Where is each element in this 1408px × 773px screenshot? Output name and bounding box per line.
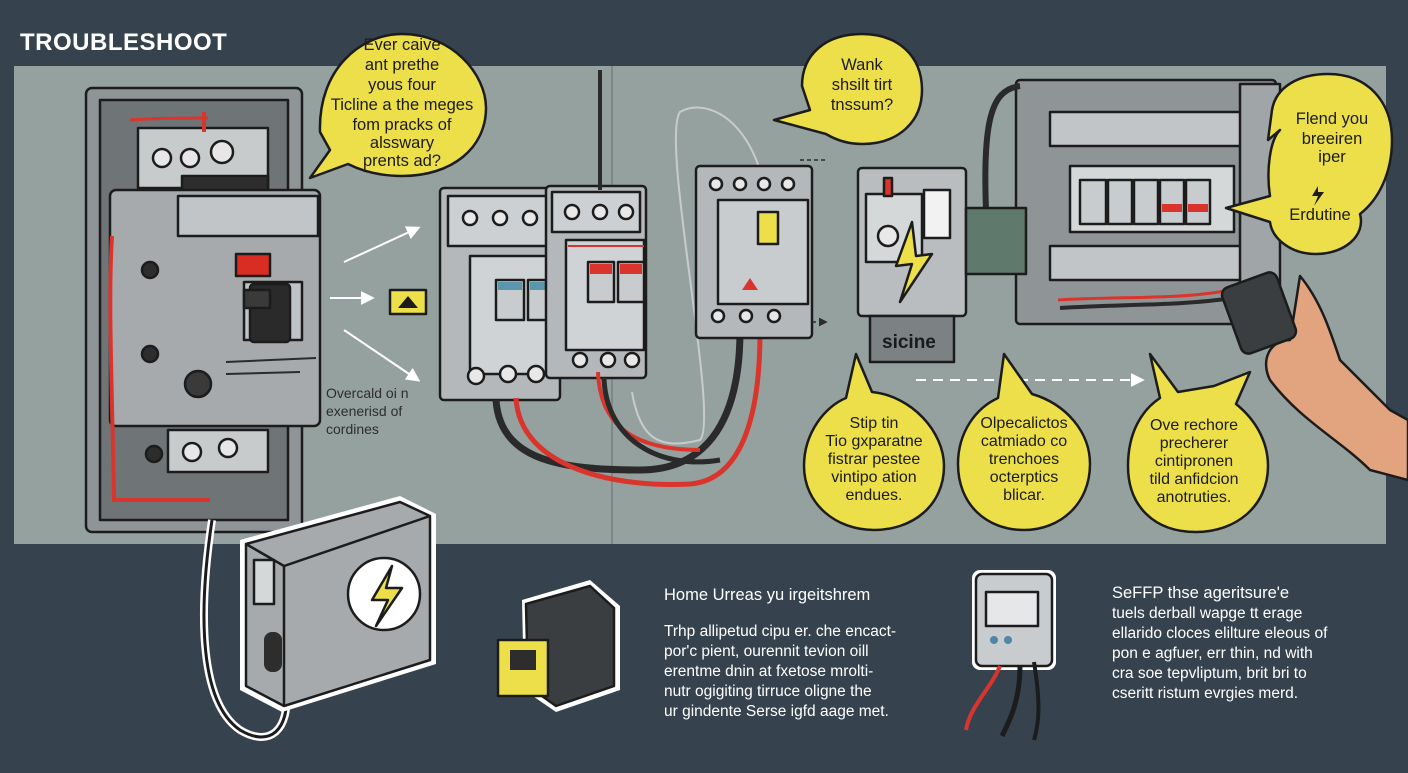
bubble-top-left-line-4: Ticline a the meges	[331, 96, 473, 114]
plug-icon	[496, 580, 620, 712]
bubble-top-left-line-1: Ever caive	[363, 36, 440, 54]
double-breakers	[438, 184, 648, 402]
meter-icon	[964, 570, 1056, 741]
home-section-line-2: por'c pient, ourennit tevion oill	[664, 643, 869, 660]
bubble-top-right-line-3: iper	[1318, 148, 1346, 166]
lightning-icon	[894, 220, 934, 304]
bubble-bottom-2-line-5: blicar.	[1003, 487, 1045, 504]
hand-icon	[1220, 271, 1408, 482]
junction-box	[240, 496, 436, 712]
bubble-bottom-1-line-1: Stip tin	[850, 415, 899, 432]
seffp-section-line-5: cseritt ristum evrgies merd.	[1112, 685, 1298, 702]
home-section-title: Home Urreas yu irgeitshrem	[664, 586, 870, 604]
arrow-icon	[343, 226, 421, 263]
seffp-section-line-1: tuels derball wapge tt erage	[1112, 605, 1302, 622]
bubble-bottom-3-line-3: cintipronen	[1155, 453, 1233, 470]
bubble-top-right-line-1: Flend you	[1296, 110, 1368, 128]
meter-icon	[1220, 271, 1298, 355]
overload-note-line-2: exenerisd of	[326, 403, 402, 419]
overload-note-line-1: Overcald oi n	[326, 385, 408, 401]
page-title: TROUBLESHOOT	[20, 29, 227, 56]
bubble-bottom-2-line-4: octerptics	[990, 469, 1058, 486]
bubble-bottom-3: Ove rechore precherer cintipronen tild a…	[1126, 352, 1270, 534]
seffp-section-line-3: pon e agfuer, err thin, nd with	[1112, 645, 1313, 662]
bubble-top-right-line-2: breeiren	[1302, 130, 1363, 148]
red-indicator	[234, 252, 272, 278]
control-unit: sicine	[856, 166, 968, 364]
bubble-bottom-2-line-3: trenchoes	[989, 451, 1059, 468]
bubble-top-left-line-6: alsswary	[370, 134, 435, 152]
bubble-bottom-2-line-2: catmiado co	[981, 433, 1067, 450]
bubble-bottom-3-line-1: Ove rechore	[1150, 417, 1238, 434]
bubble-bottom-2: Olpecalictos catmiado co trenchoes octer…	[956, 352, 1092, 532]
red-wire	[513, 331, 763, 487]
bubble-bottom-3-line-4: tild anfidcion	[1150, 471, 1239, 488]
seffp-section-line-2: ellarido cloces elilture eleous of	[1112, 625, 1328, 642]
home-section-line-3: erentme dnin at fxetose mrolti-	[664, 663, 873, 680]
bubble-bottom-1: Stip tin Tio gxparatne fistrar pestee vi…	[802, 352, 946, 532]
bubble-top-left-line-7: prents ad?	[363, 152, 441, 170]
bubble-top-left: Ever caive ant prethe yous four Ticline …	[308, 32, 488, 180]
bubble-top-right-line-4: Erdutine	[1289, 206, 1350, 224]
bubble-bottom-1-line-3: fistrar pestee	[828, 451, 921, 468]
bubble-bottom-1-line-2: Tio gxparatne	[825, 433, 922, 450]
bubble-top-center-line-1: Wank	[841, 56, 883, 74]
bubble-bottom-2-line-1: Olpecalictos	[980, 415, 1067, 432]
bubble-bottom-1-line-4: vintipo ation	[831, 469, 916, 486]
bubble-top-right: Flend you breeiren iper Erdutine	[1224, 72, 1394, 256]
home-section-line-5: ur gindente Serse igfd aage met.	[664, 703, 889, 720]
main-breaker-box	[84, 86, 322, 534]
overload-note-line-3: cordines	[326, 421, 379, 437]
home-section-line-1: Trhp allipetud cipu er. che encact-	[664, 623, 896, 640]
seffp-section-line-4: cra soe tepvliptum, brit bri to	[1112, 665, 1307, 682]
bubble-bottom-3-line-5: anotruties.	[1157, 489, 1232, 506]
arrow-icon	[343, 329, 421, 382]
seffp-section-title: SeFFP thse ageritsure'e	[1112, 584, 1289, 602]
bubble-top-center-line-3: tnssum?	[831, 96, 893, 114]
bubble-bottom-3-line-2: precherer	[1160, 435, 1229, 452]
device-label: sicine	[882, 332, 936, 353]
distribution-panel	[982, 78, 1282, 326]
lightning-icon	[1312, 186, 1324, 206]
black-wire	[492, 329, 744, 474]
bubble-top-center: Wank shsilt tirt tnssum?	[772, 32, 924, 146]
bubble-bottom-1-line-5: endues.	[846, 487, 903, 504]
home-section-line-4: nutr ogigiting tirruce oligne the	[664, 683, 872, 700]
bubble-top-center-line-2: shsilt tirt	[832, 76, 893, 94]
bubble-top-left-line-5: fom pracks of	[352, 116, 451, 134]
sub-breaker	[694, 164, 814, 340]
terminal-strip	[964, 206, 1028, 276]
lightning-icon	[370, 564, 404, 628]
bubble-top-left-line-2: ant prethe	[365, 56, 439, 74]
bubble-top-left-line-3: yous four	[368, 76, 436, 94]
